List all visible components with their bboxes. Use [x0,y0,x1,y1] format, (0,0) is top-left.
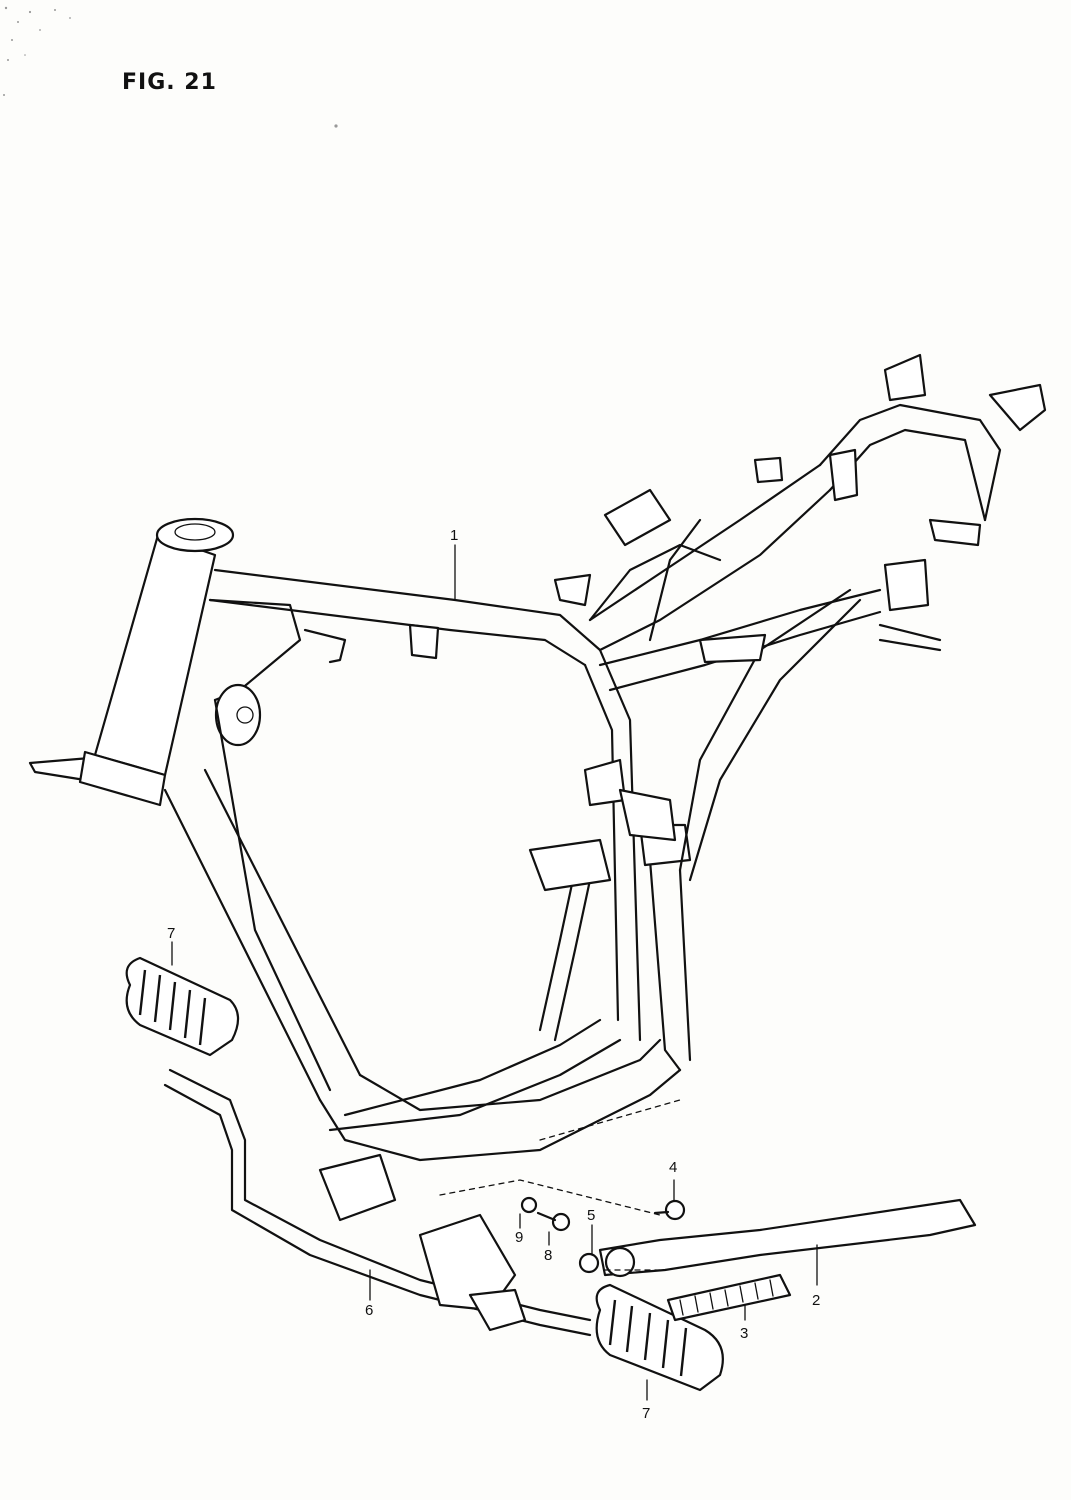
stand-nut [578,1252,600,1274]
stand-spring [666,1273,792,1322]
footrest-rubber-right [595,1283,724,1392]
main-frame [28,353,1047,1162]
callout-7-right: 7 [642,1405,650,1422]
callout-9: 9 [515,1229,523,1246]
callout-3: 3 [740,1325,748,1342]
callout-1: 1 [450,527,458,544]
callout-8: 8 [544,1247,552,1264]
stand-washer [520,1196,538,1214]
footrest-bar [163,1068,592,1337]
callout-6: 6 [365,1302,373,1319]
stand-mount-bolt [536,1211,571,1232]
stand-bolt [653,1199,686,1221]
callout-2: 2 [812,1292,820,1309]
callout-5: 5 [587,1207,595,1224]
side-stand [598,1198,977,1278]
footrest-rubber-left [125,956,240,1057]
figure-title: FIG. 21 [122,70,217,95]
scan-noise [3,6,338,128]
callout-7-left: 7 [167,925,175,942]
callout-4: 4 [669,1159,677,1176]
